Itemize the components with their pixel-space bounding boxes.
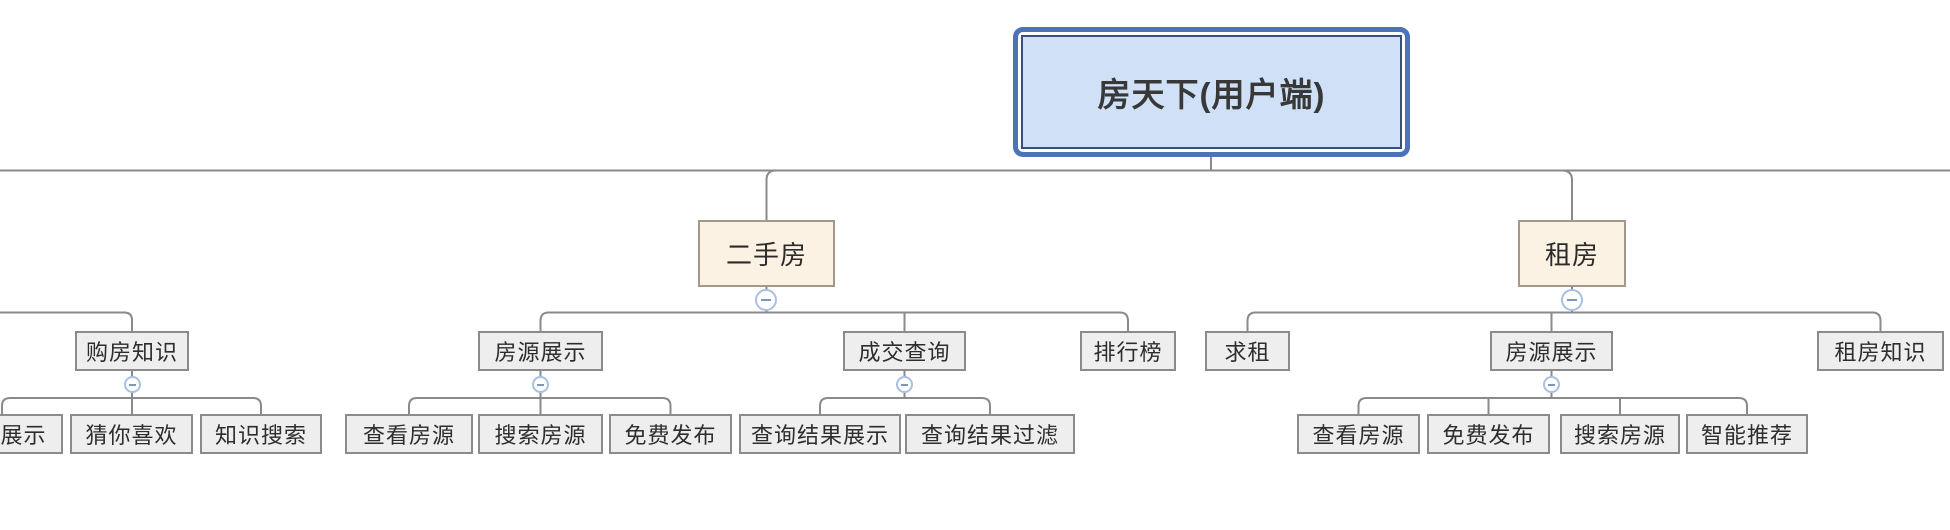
- connector-zufang-children-rail: [1246, 311, 1882, 331]
- collapse-icon-zufang[interactable]: [1561, 289, 1583, 311]
- node-goufang-zhishi[interactable]: 购房知识: [75, 331, 189, 371]
- node-chengjiao-chaxun[interactable]: 成交查询: [843, 331, 966, 371]
- node-zhishi-sousuo[interactable]: 知识搜索: [200, 414, 322, 454]
- node-zhineng-tuijian[interactable]: 智能推荐: [1686, 414, 1808, 454]
- node-zufang[interactable]: 租房: [1518, 220, 1626, 287]
- collapse-icon-chengjiao-chaxun[interactable]: [896, 376, 913, 393]
- node-chaxun-jieguo-guolv[interactable]: 查询结果过滤: [905, 414, 1075, 454]
- node-chakan-fangyuan-2[interactable]: 查看房源: [1297, 414, 1420, 454]
- connector-drop-zufang: [1561, 169, 1573, 220]
- connector-drop-ershoufang: [765, 169, 777, 220]
- node-mianfei-fabu-2[interactable]: 免费发布: [1427, 414, 1550, 454]
- connector-chengjiaochaxun-children-rail: [819, 397, 991, 414]
- node-paihangbang[interactable]: 排行榜: [1080, 331, 1176, 371]
- collapse-icon-fangyuan-zhanshi-zufang[interactable]: [1543, 376, 1560, 393]
- root-node[interactable]: 房天下(用户端): [1021, 35, 1402, 149]
- connector-left-clipped-rail: [0, 311, 133, 331]
- node-ershoufang[interactable]: 二手房: [698, 220, 835, 287]
- collapse-icon-goufang-zhishi[interactable]: [124, 376, 141, 393]
- node-zufang-zhishi[interactable]: 租房知识: [1817, 331, 1944, 371]
- node-chakan-fangyuan-1[interactable]: 查看房源: [345, 414, 473, 454]
- connector-goufangzhishi-children-rail: [1, 397, 262, 414]
- node-sousuo-fangyuan-1[interactable]: 搜索房源: [478, 414, 603, 454]
- node-fangyuan-zhanshi-ershou[interactable]: 房源展示: [478, 331, 603, 371]
- node-chaxun-jieguo-zhanshi[interactable]: 查询结果展示: [739, 414, 901, 454]
- root-selection-ring: 房天下(用户端): [1013, 27, 1410, 157]
- connector-fangyuanzhanshi2-children-rail: [1357, 397, 1748, 414]
- node-sousuo-fangyuan-2[interactable]: 搜索房源: [1560, 414, 1680, 454]
- connector-fangyuanzhanshi1-children-rail: [408, 397, 672, 414]
- node-qiuzu[interactable]: 求租: [1205, 331, 1290, 371]
- collapse-icon-ershoufang[interactable]: [755, 289, 777, 311]
- node-mianfei-fabu-1[interactable]: 免费发布: [609, 414, 732, 454]
- node-fangyuan-zhanshi-zufang[interactable]: 房源展示: [1490, 331, 1613, 371]
- connector-ershoufang-children-rail: [539, 311, 1129, 331]
- node-cainixihuan[interactable]: 猜你喜欢: [70, 414, 193, 454]
- collapse-icon-fangyuan-zhanshi-ershou[interactable]: [532, 376, 549, 393]
